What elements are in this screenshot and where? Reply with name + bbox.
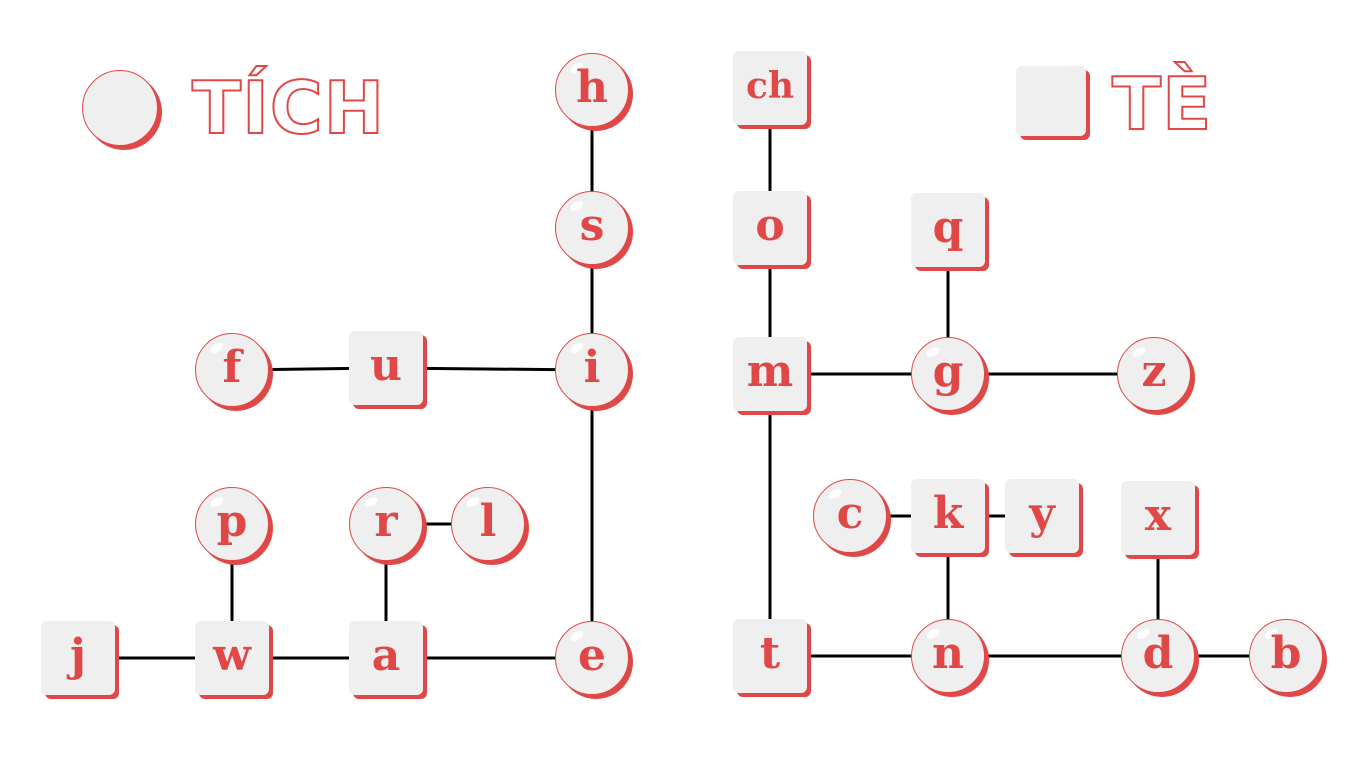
- node-label: x: [1144, 490, 1172, 541]
- node-w: w: [195, 621, 269, 695]
- node-s: s: [555, 191, 629, 265]
- node-t: t: [733, 619, 807, 693]
- node-label: h: [576, 62, 608, 113]
- node-l: l: [451, 487, 525, 561]
- node-label: o: [755, 200, 785, 251]
- node-g: g: [911, 337, 985, 411]
- legend-circle-icon: [82, 70, 158, 146]
- node-label: e: [578, 630, 606, 681]
- node-label: j: [70, 630, 86, 681]
- node-label: t: [759, 628, 781, 679]
- node-ch: ch: [733, 51, 807, 125]
- node-label: r: [374, 496, 398, 547]
- node-a: a: [349, 621, 423, 695]
- node-p: p: [195, 487, 269, 561]
- node-label: i: [583, 342, 601, 393]
- node-u: u: [349, 331, 423, 405]
- legend-label-tich: TÍCH: [191, 66, 385, 150]
- node-e: e: [555, 621, 629, 695]
- node-label: k: [932, 488, 964, 539]
- node-c: c: [813, 479, 887, 553]
- node-i: i: [555, 333, 629, 407]
- node-f: f: [195, 333, 269, 407]
- node-label: q: [932, 202, 964, 253]
- node-label: c: [836, 488, 864, 539]
- node-label: z: [1141, 346, 1167, 397]
- node-q: q: [911, 193, 985, 267]
- node-label: n: [932, 628, 964, 679]
- node-label: m: [746, 346, 794, 397]
- node-h: h: [555, 53, 629, 127]
- node-z: z: [1117, 337, 1191, 411]
- node-label: y: [1029, 488, 1055, 539]
- node-x: x: [1121, 481, 1195, 555]
- node-label: p: [216, 496, 248, 547]
- node-label: s: [579, 200, 605, 251]
- node-k: k: [911, 479, 985, 553]
- node-j: j: [41, 621, 115, 695]
- legend-label-te: TÈ: [1111, 62, 1213, 146]
- node-label: g: [932, 346, 964, 397]
- node-label: l: [479, 496, 497, 547]
- node-n: n: [911, 619, 985, 693]
- node-label: u: [370, 340, 402, 391]
- node-r: r: [349, 487, 423, 561]
- node-label: d: [1142, 628, 1174, 679]
- node-o: o: [733, 191, 807, 265]
- node-label: f: [222, 342, 242, 393]
- node-label: ch: [745, 65, 795, 107]
- node-b: b: [1249, 619, 1323, 693]
- node-label: a: [371, 630, 401, 681]
- node-d: d: [1121, 619, 1195, 693]
- node-label: b: [1270, 628, 1302, 679]
- node-y: y: [1005, 479, 1079, 553]
- node-m: m: [733, 337, 807, 411]
- legend-square-icon: [1016, 66, 1086, 136]
- node-label: w: [213, 630, 251, 681]
